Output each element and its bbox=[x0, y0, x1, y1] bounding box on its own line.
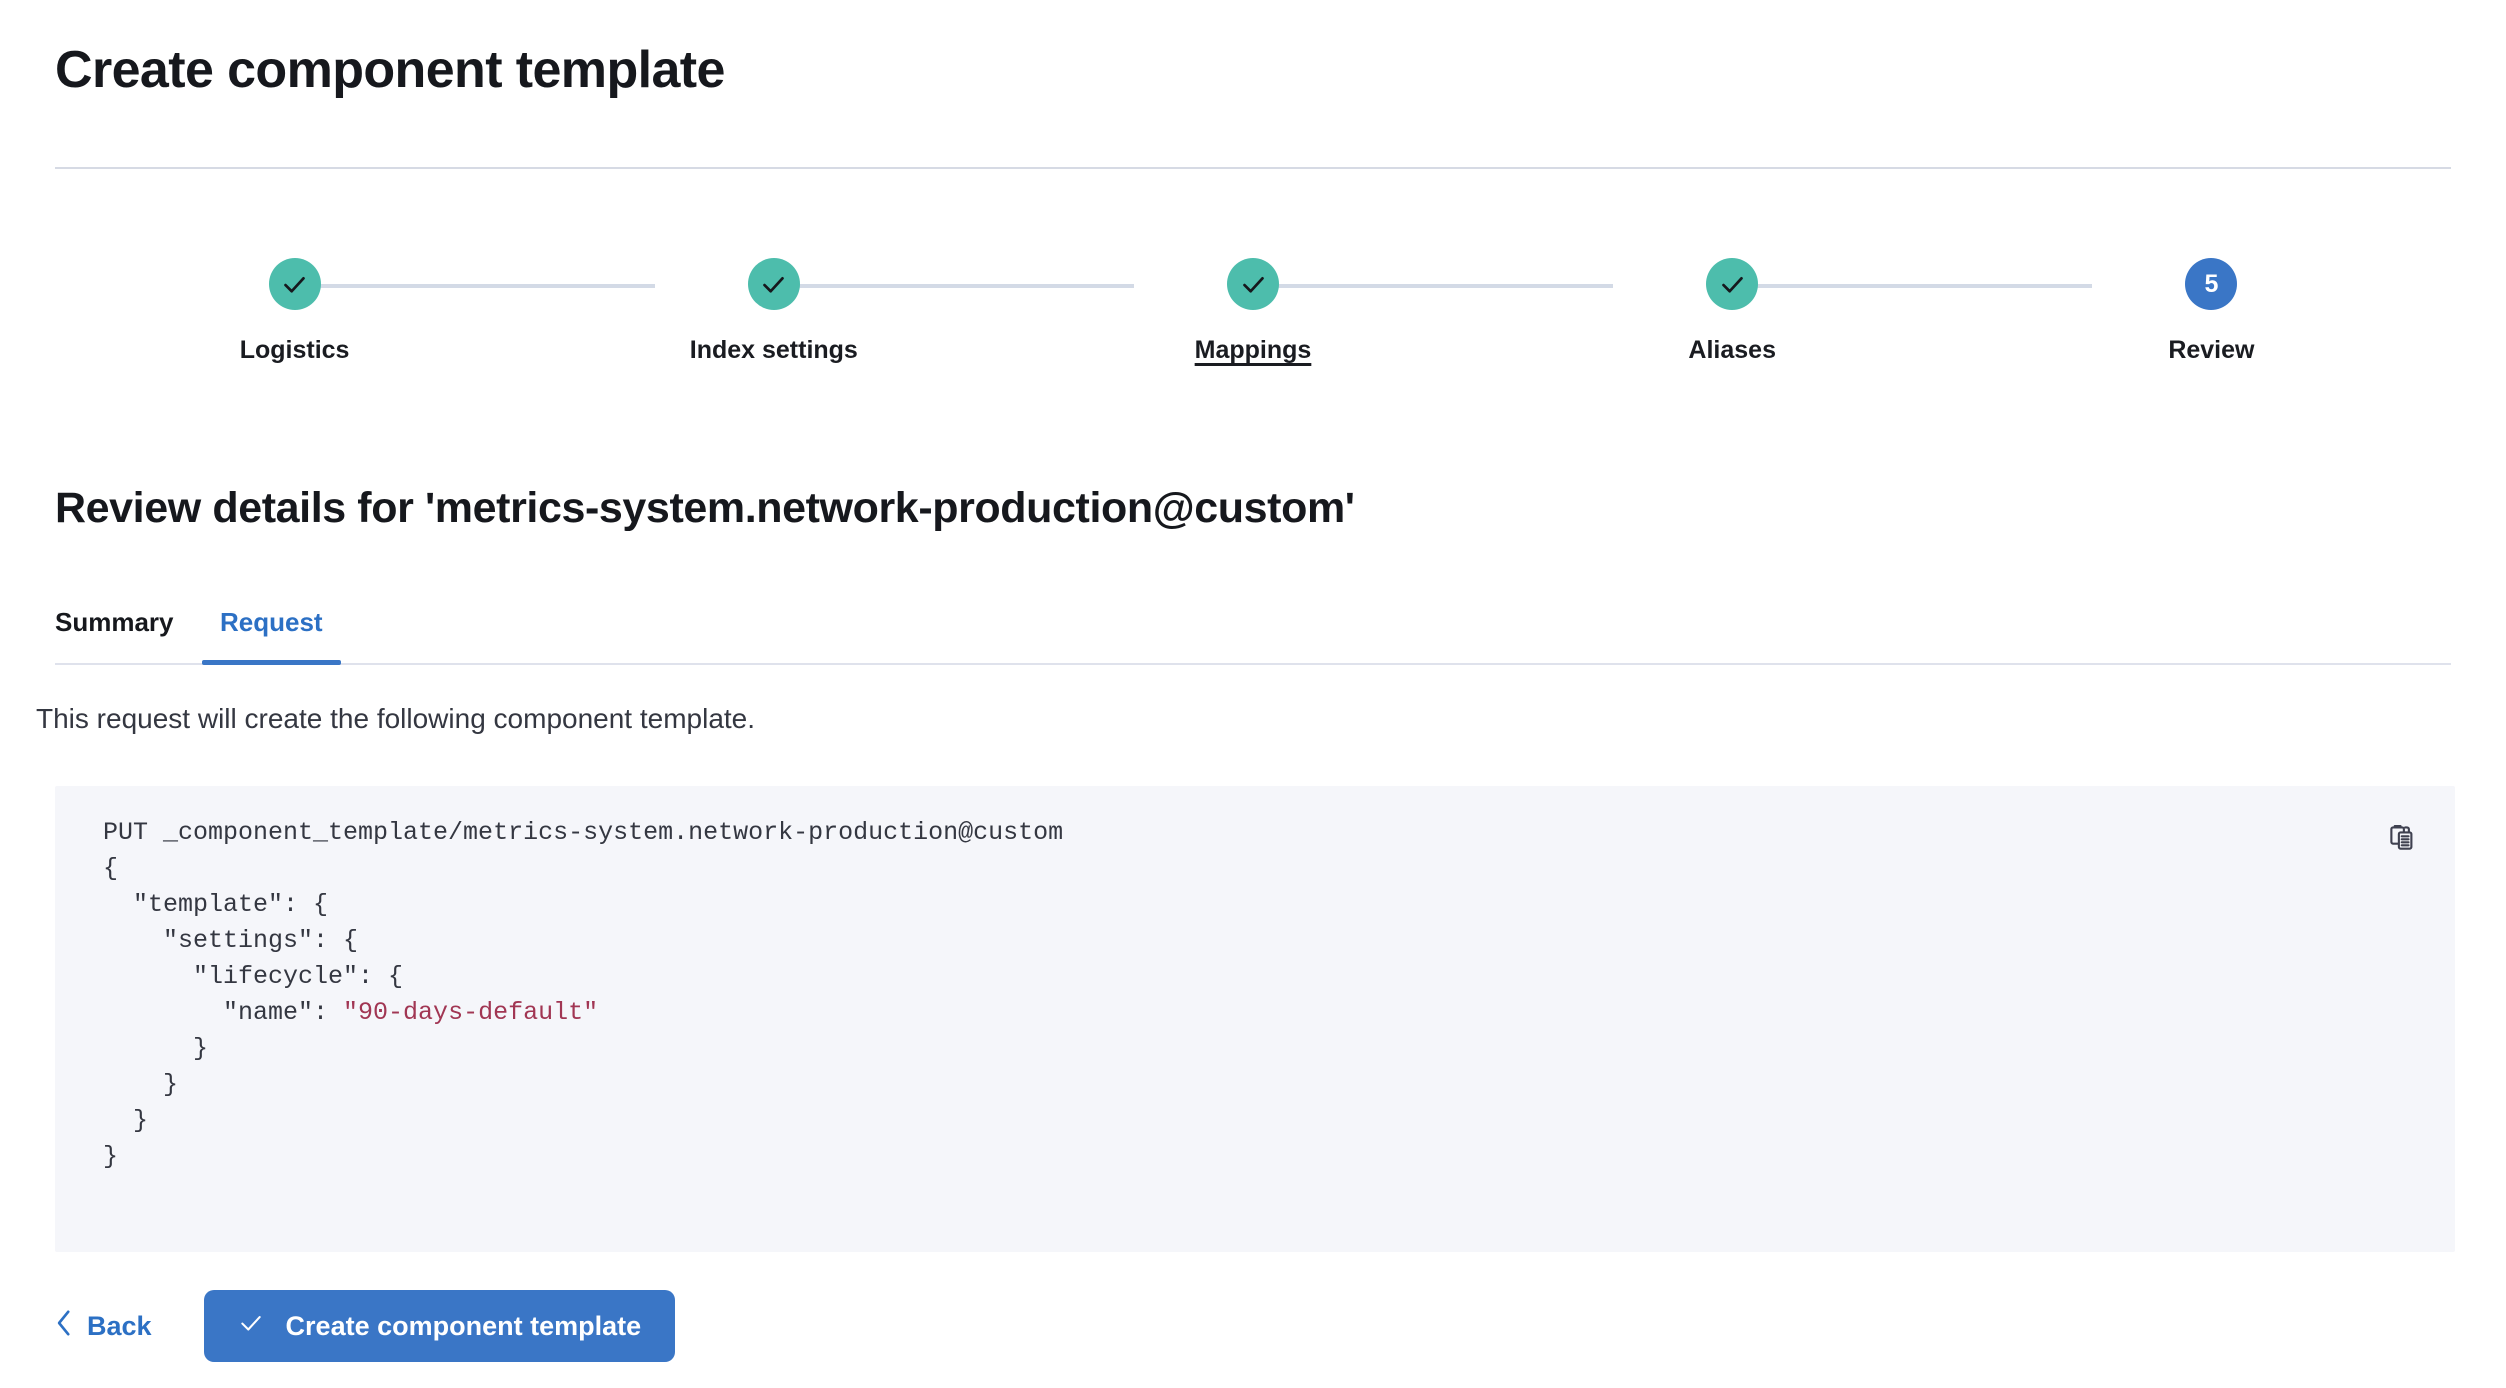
create-component-template-button[interactable]: Create component template bbox=[203, 1290, 676, 1362]
step-connector-3-4 bbox=[1253, 284, 1613, 288]
stepper-label-aliases[interactable]: Aliases bbox=[1688, 336, 1776, 364]
request-code-block: PUT _component_template/metrics-system.n… bbox=[103, 815, 1063, 1175]
step-status-circle-aliases bbox=[1706, 258, 1759, 310]
title-divider bbox=[55, 167, 2451, 169]
clipboard-copy-icon bbox=[2387, 823, 2417, 856]
chevron-left-icon bbox=[55, 1309, 73, 1344]
step-number-review: 5 bbox=[2204, 269, 2219, 298]
stepper-step-logistics[interactable]: Logistics bbox=[55, 250, 534, 364]
stepper-step-aliases[interactable]: Aliases bbox=[1493, 250, 1972, 364]
step-status-circle-index-settings bbox=[747, 258, 800, 310]
check-icon bbox=[1721, 276, 1743, 293]
code-prefix: PUT _component_template/metrics-system.n… bbox=[103, 818, 1064, 1027]
request-description: This request will create the following c… bbox=[36, 703, 756, 734]
step-connector-2-3 bbox=[773, 284, 1134, 288]
page-title: Create component template bbox=[55, 41, 725, 99]
step-status-circle-logistics bbox=[268, 258, 321, 310]
wizard-actions: Back Create component template bbox=[55, 1290, 676, 1362]
stepper-label-logistics[interactable]: Logistics bbox=[239, 336, 350, 364]
stepper-label-mappings[interactable]: Mappings bbox=[1194, 336, 1312, 364]
check-icon bbox=[238, 1310, 264, 1343]
review-tabs: Summary Request bbox=[55, 605, 2451, 665]
create-component-template-button-label: Create component template bbox=[285, 1310, 642, 1341]
wizard-stepper: Logistics Index settings Mappings Aliase… bbox=[55, 250, 2451, 390]
step-status-circle-review: 5 bbox=[2185, 258, 2238, 310]
review-heading: Review details for 'metrics-system.netwo… bbox=[55, 484, 1355, 532]
code-suffix: } } } } bbox=[103, 1034, 209, 1171]
request-code-panel: PUT _component_template/metrics-system.n… bbox=[55, 786, 2455, 1252]
code-string-value: "90-days-default" bbox=[343, 998, 599, 1027]
check-icon bbox=[284, 276, 305, 293]
stepper-step-index-settings[interactable]: Index settings bbox=[534, 250, 1013, 364]
check-icon bbox=[763, 276, 785, 293]
copy-to-clipboard-button[interactable] bbox=[2379, 816, 2425, 862]
stepper-track: Logistics Index settings Mappings Aliase… bbox=[55, 250, 2451, 364]
back-button[interactable]: Back bbox=[55, 1309, 152, 1344]
back-button-label: Back bbox=[87, 1310, 152, 1341]
tab-request[interactable]: Request bbox=[202, 607, 341, 665]
tab-summary[interactable]: Summary bbox=[55, 607, 174, 665]
step-status-circle-mappings bbox=[1227, 258, 1279, 310]
stepper-step-review[interactable]: 5 Review bbox=[1972, 250, 2451, 364]
step-connector-4-5 bbox=[1732, 284, 2093, 288]
stepper-label-index-settings[interactable]: Index settings bbox=[689, 336, 858, 364]
stepper-step-mappings[interactable]: Mappings bbox=[1013, 250, 1492, 364]
tabs-baseline bbox=[55, 663, 2451, 665]
step-connector-1-2 bbox=[294, 284, 655, 288]
check-icon bbox=[1242, 276, 1264, 293]
stepper-label-review[interactable]: Review bbox=[2168, 336, 2255, 364]
